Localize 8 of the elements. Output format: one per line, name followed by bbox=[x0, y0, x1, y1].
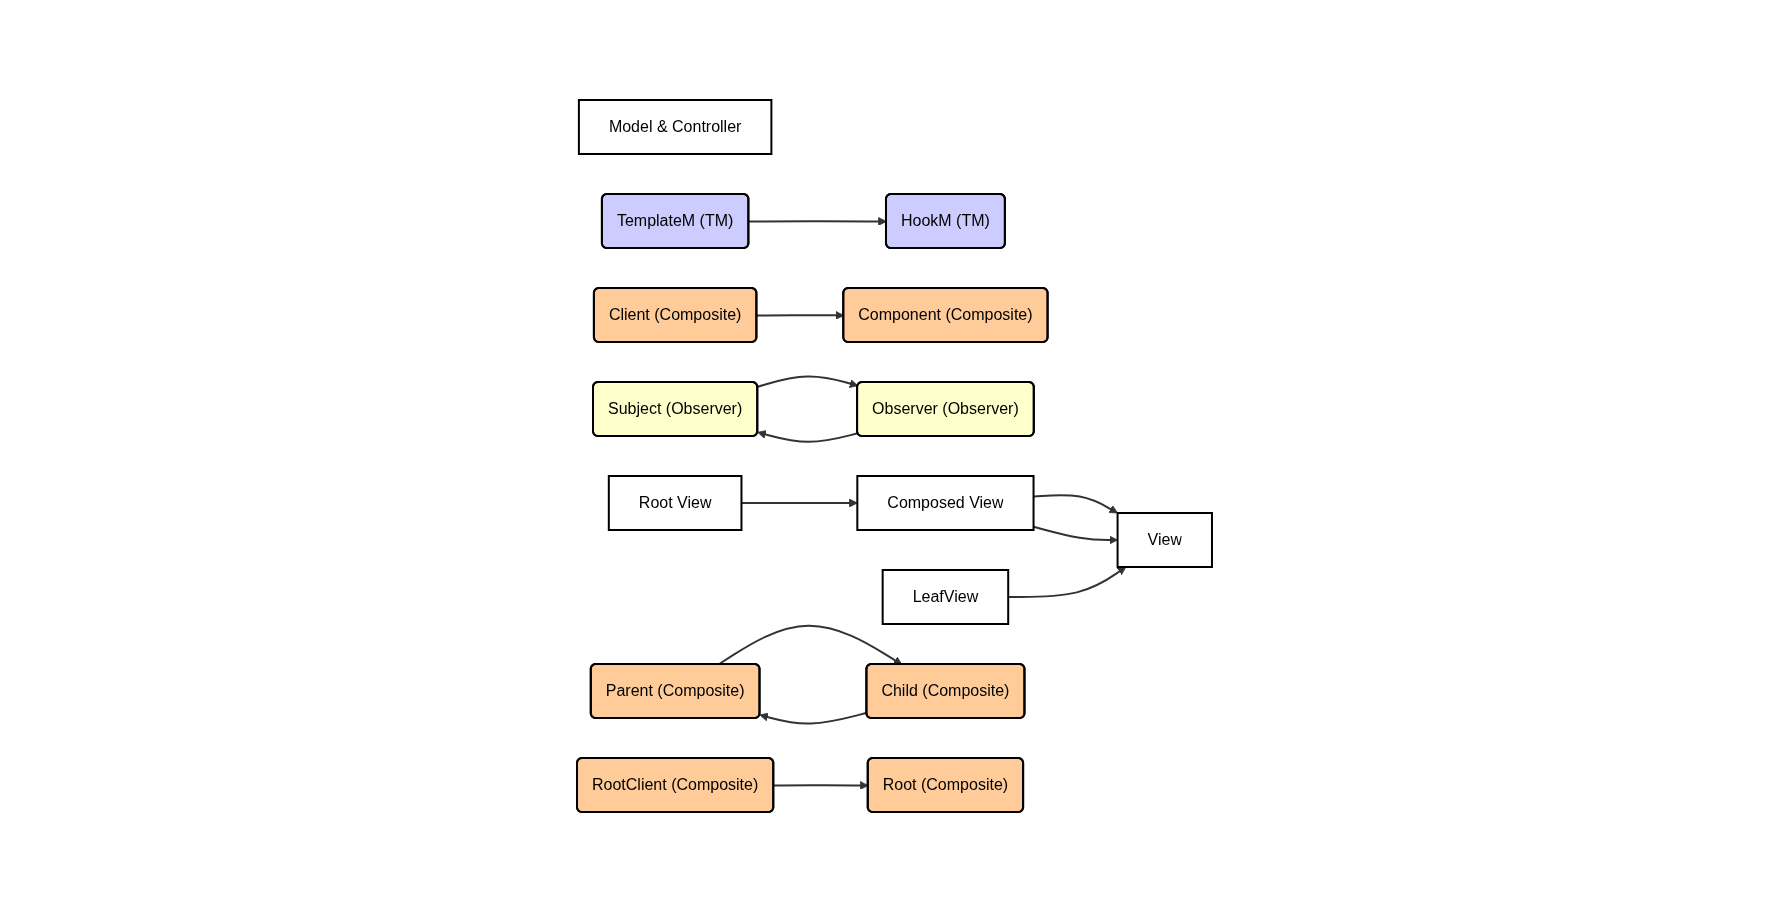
node-box: Composed View bbox=[855, 475, 1035, 531]
arrow bbox=[756, 375, 858, 388]
node-box: LeafView bbox=[881, 569, 1009, 625]
node-box: Root View bbox=[607, 475, 742, 531]
node-box: View bbox=[1116, 512, 1213, 568]
node-box: Model & Controller bbox=[577, 99, 772, 155]
arrow bbox=[756, 430, 859, 443]
arrow bbox=[1032, 525, 1118, 545]
